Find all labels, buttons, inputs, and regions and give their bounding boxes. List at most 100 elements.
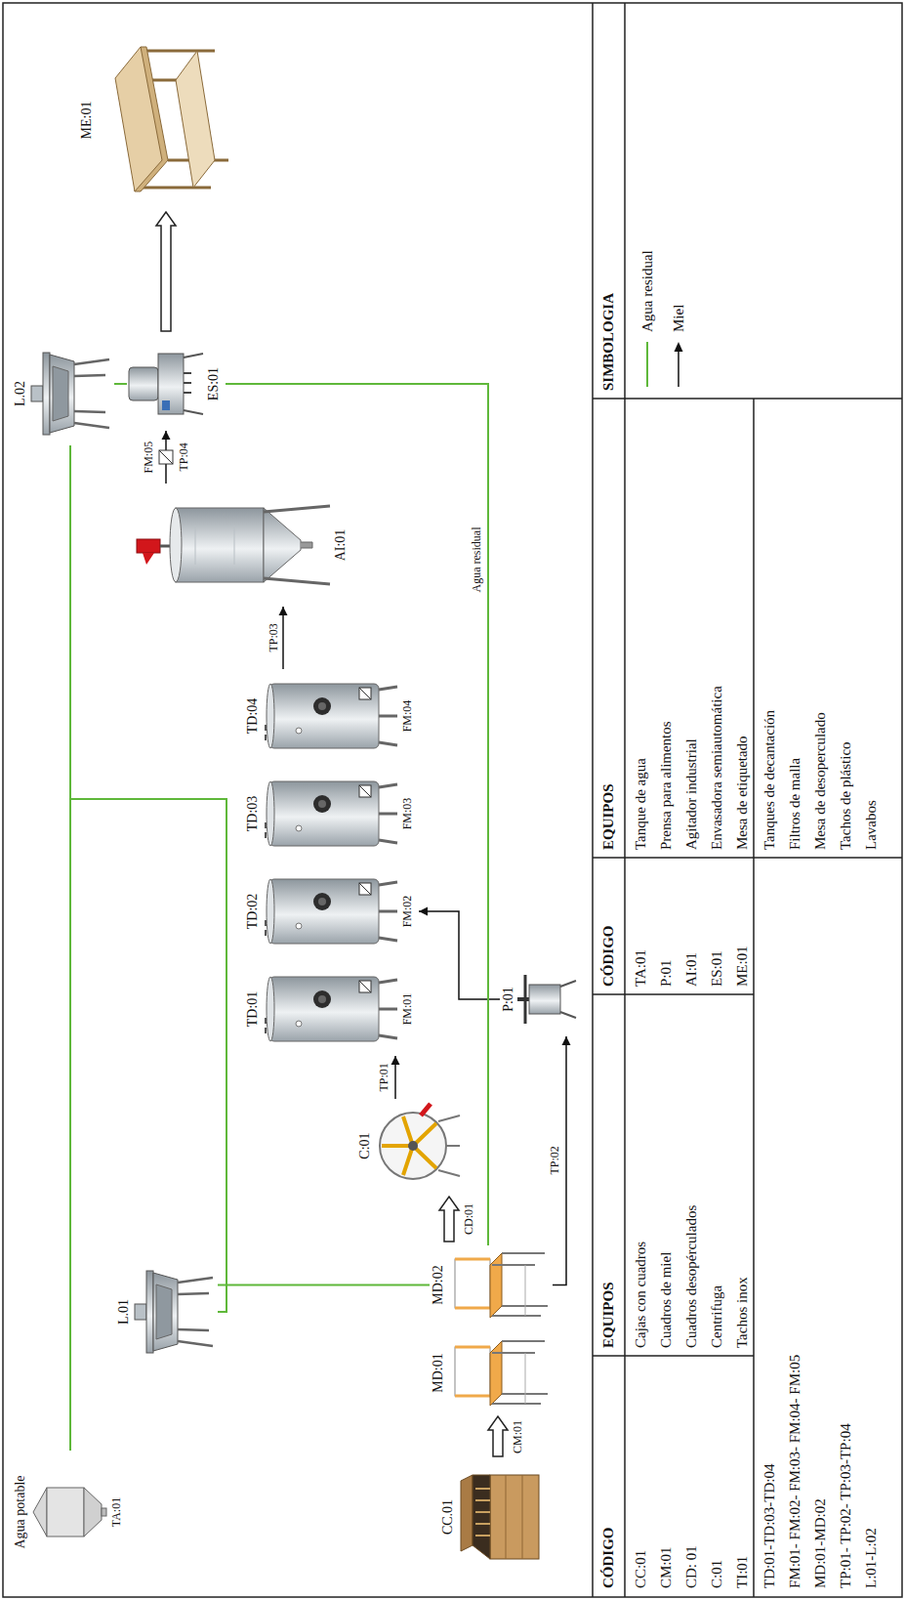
settling-tank-drawing: [265, 781, 398, 846]
legend-sample: [640, 339, 655, 389]
block-arrow: [439, 1195, 459, 1241]
equipment-code: L.01: [115, 1259, 133, 1363]
table-cell: TP:01- TP:02- TP:03-TP:04: [834, 1422, 857, 1588]
table-cell: TI:01: [731, 1555, 753, 1588]
arrow-head: [562, 1035, 572, 1045]
table-cell: CD: 01: [680, 1544, 702, 1588]
water-pipe: [70, 798, 227, 1450]
legend-line: [646, 341, 649, 387]
picture-space: [126, 336, 206, 431]
pipe-line: [217, 1283, 430, 1286]
press: P:01: [499, 961, 581, 1036]
picture-space: [447, 1332, 550, 1412]
pipe-code: TP:01: [376, 1060, 391, 1093]
settling-tank: TD:01FM:01: [244, 961, 419, 1056]
legend-sample: [671, 339, 686, 389]
uncapping-table-drawing: [454, 1252, 548, 1317]
pipe-code: TP:02: [547, 1143, 562, 1176]
picture-space: [517, 961, 578, 1036]
table-cell: Mesa de desoperculado: [809, 711, 831, 850]
uncapping-table: MD:01: [429, 1332, 553, 1412]
agitator: AI:01: [136, 483, 353, 607]
pipe-line: [114, 382, 127, 385]
legend-text: Agua residual: [636, 249, 659, 332]
frame-box-drawing: [460, 1474, 539, 1559]
equipment-code: AI:01: [331, 483, 350, 607]
table-cell: P:01: [655, 958, 677, 987]
arrow-head: [391, 1055, 401, 1065]
table-cell: Cuadros de miel: [655, 1251, 677, 1348]
table-cell: Tanque de agua: [629, 757, 652, 850]
legend-arrow-head: [674, 341, 684, 352]
equipment-code: TD:04: [244, 668, 262, 763]
washbasin: L.01: [115, 1259, 218, 1363]
pipe-line: [70, 798, 227, 1450]
table-cell: FM:01- FM:02- FM:03- FM:04- FM:05: [783, 1354, 806, 1588]
pipe-code: Agua residual: [469, 525, 484, 595]
arrow-head: [162, 430, 171, 440]
table-cell: Tanques de decantación: [758, 709, 781, 850]
picture-space: [132, 1259, 215, 1363]
equipment-code: MD:01: [429, 1332, 448, 1412]
equipment-code: FM:04: [398, 668, 416, 763]
table-cell: ME:01: [731, 945, 753, 987]
washbasin: L.02: [11, 341, 115, 446]
table-cell: MD:01-MD:02: [809, 1497, 831, 1588]
water-pipe: [70, 445, 72, 1450]
equipment-code: ES:01: [205, 336, 223, 431]
pipe-line: [282, 606, 285, 669]
table-cell: CM:01: [655, 1545, 677, 1588]
equipment-code: MD:02: [429, 1244, 448, 1324]
pipe-code: TP:04: [176, 440, 191, 473]
table-cell: Cuadros desopérculados: [680, 1204, 702, 1348]
table-cell: Lavabos: [860, 799, 882, 850]
equipment-code: ME:01: [78, 34, 96, 206]
table-header: SIMBOLOGIA: [597, 292, 619, 391]
honey-pipe: [488, 1415, 508, 1456]
table-header: EQUIPOS: [597, 1280, 619, 1348]
press-drawing: [517, 974, 576, 1024]
mesh-filter-mark: [159, 450, 173, 464]
table-cell: Tachos inox: [731, 1275, 753, 1348]
table-cell: AI:01: [680, 951, 702, 987]
picture-space: [373, 1098, 462, 1193]
centrifuge: C:01: [356, 1098, 465, 1193]
filling-machine: ES:01: [126, 336, 226, 431]
table-cell: Prensa para alimentos: [655, 720, 677, 850]
equipment-code: L.02: [11, 341, 30, 446]
block-arrow: [488, 1415, 508, 1456]
table-cell: Centrifuga: [705, 1284, 728, 1348]
honey-pipe: [391, 1055, 401, 1099]
settling-tank-drawing: [265, 683, 398, 748]
equipment-code: C:01: [356, 1098, 374, 1193]
settling-tank-drawing: [265, 976, 398, 1041]
equipment-code: CC.01: [439, 1459, 457, 1573]
table-header: CÓDIGO: [597, 1525, 619, 1588]
table-cell: L:01-L:02: [860, 1526, 882, 1588]
table-header: EQUIPOS: [597, 782, 619, 850]
labelling-table: ME:01: [78, 34, 236, 206]
picture-space: [29, 1449, 108, 1573]
table-header: CÓDIGO: [597, 924, 619, 987]
settling-tank: TD:04 FM:04: [244, 668, 419, 763]
table-cell: CC:01: [629, 1549, 652, 1588]
table-cell: Mesa de etiquetado: [731, 735, 753, 850]
table-cell: ES:01: [705, 949, 728, 987]
block-arrow: [156, 211, 176, 331]
legend-text: Miel: [667, 304, 690, 332]
table-cell: Filtros de malla: [783, 757, 806, 850]
honey-pipe: [159, 430, 173, 484]
pipe-code: CD:01: [461, 1200, 476, 1236]
equipment-code: FM:03: [398, 766, 416, 861]
pipe-code: TP:03: [266, 620, 281, 654]
picture-space: [261, 668, 399, 763]
agitator-drawing: [136, 505, 330, 584]
mesh-filter: [159, 450, 173, 464]
filling-machine-drawing: [128, 353, 204, 414]
filter-code: FM:05: [141, 441, 156, 474]
equipment-code: FM:01: [398, 961, 416, 1056]
picture-space: [136, 483, 332, 607]
picture-space: [95, 34, 233, 206]
legend-arrow-line: [677, 349, 680, 387]
